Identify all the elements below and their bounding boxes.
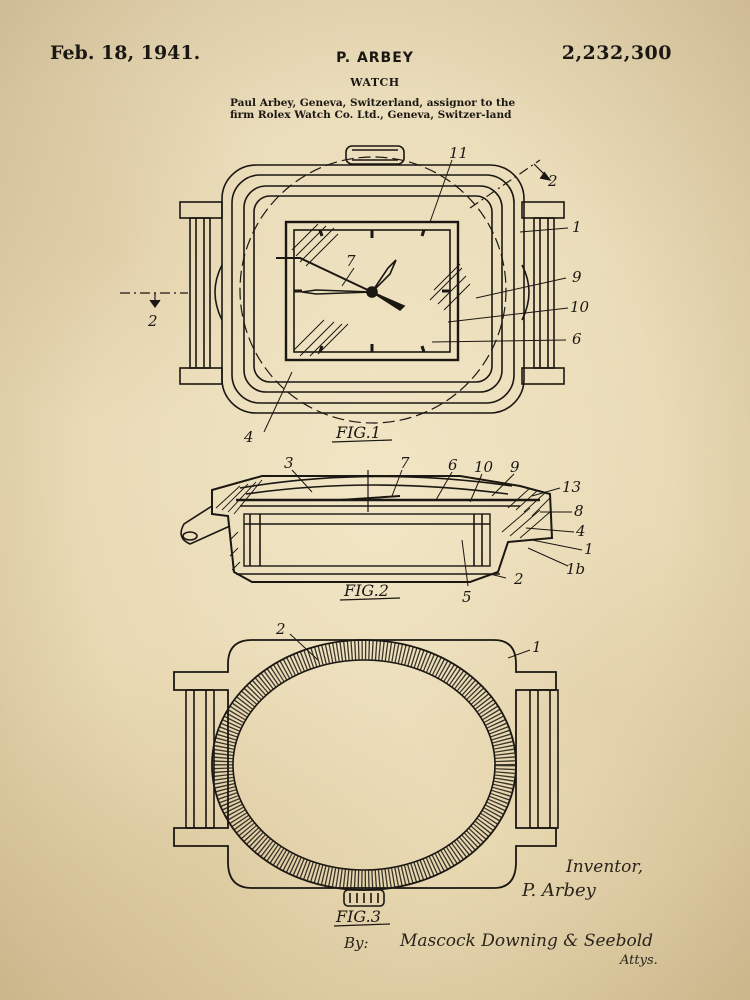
dial-window	[284, 220, 460, 362]
ref-7b: 7	[400, 454, 410, 472]
ref-2b: 2	[513, 570, 524, 588]
knurled-caseback-ring	[211, 639, 517, 891]
attorneys-label: Attys.	[619, 953, 658, 968]
ref-1: 1	[572, 218, 582, 236]
ref-1b: 1b	[566, 560, 585, 578]
fig1-label: FIG.1	[335, 423, 381, 442]
ref-1c: 1	[532, 638, 542, 656]
ref-2-left: 2	[147, 312, 158, 330]
back-case-outline	[173, 639, 557, 889]
ref-8: 8	[574, 502, 584, 520]
inventor-signature: P. Arbey	[521, 880, 597, 901]
ref-2c: 2	[275, 620, 286, 638]
ref-2-top: 2	[547, 172, 558, 190]
figure-1-front-view	[120, 145, 569, 443]
case-outline	[221, 164, 525, 414]
crown-bottom	[343, 889, 385, 907]
ref-3: 3	[284, 454, 294, 472]
ref-1b-one: 1	[584, 540, 594, 558]
ref-6: 6	[572, 330, 582, 348]
fig2-label: FIG.2	[343, 581, 389, 600]
ref-4b: 4	[575, 522, 586, 540]
crown	[345, 145, 405, 165]
inventor-caption: Inventor,	[565, 857, 643, 877]
ref-6b: 6	[448, 456, 458, 474]
ref-9: 9	[572, 268, 582, 286]
ref-5: 5	[462, 588, 472, 606]
ref-13: 13	[562, 478, 581, 496]
ref-10: 10	[570, 298, 590, 316]
figure-2-section-view	[180, 469, 583, 601]
by-label: By:	[343, 934, 369, 952]
patent-date: Feb. 18, 1941.	[50, 42, 201, 64]
assignment-text: Paul Arbey, Geneva, Switzerland, assigno…	[230, 97, 516, 121]
ref-9b: 9	[510, 458, 520, 476]
ref-10b: 10	[474, 458, 494, 476]
ref-7: 7	[346, 252, 356, 270]
glass-reflection-hatching	[291, 223, 471, 357]
fig3-label: FIG.3	[335, 907, 381, 926]
patent-title: WATCH	[350, 76, 400, 89]
inventor-name: P. ARBEY	[336, 50, 414, 66]
ref-11: 11	[449, 144, 468, 162]
figure-3-back-view	[173, 633, 559, 927]
attorney-signature: Mascock Downing & Seebold	[399, 931, 653, 951]
ref-4: 4	[243, 428, 254, 446]
patent-number: 2,232,300	[561, 42, 672, 64]
